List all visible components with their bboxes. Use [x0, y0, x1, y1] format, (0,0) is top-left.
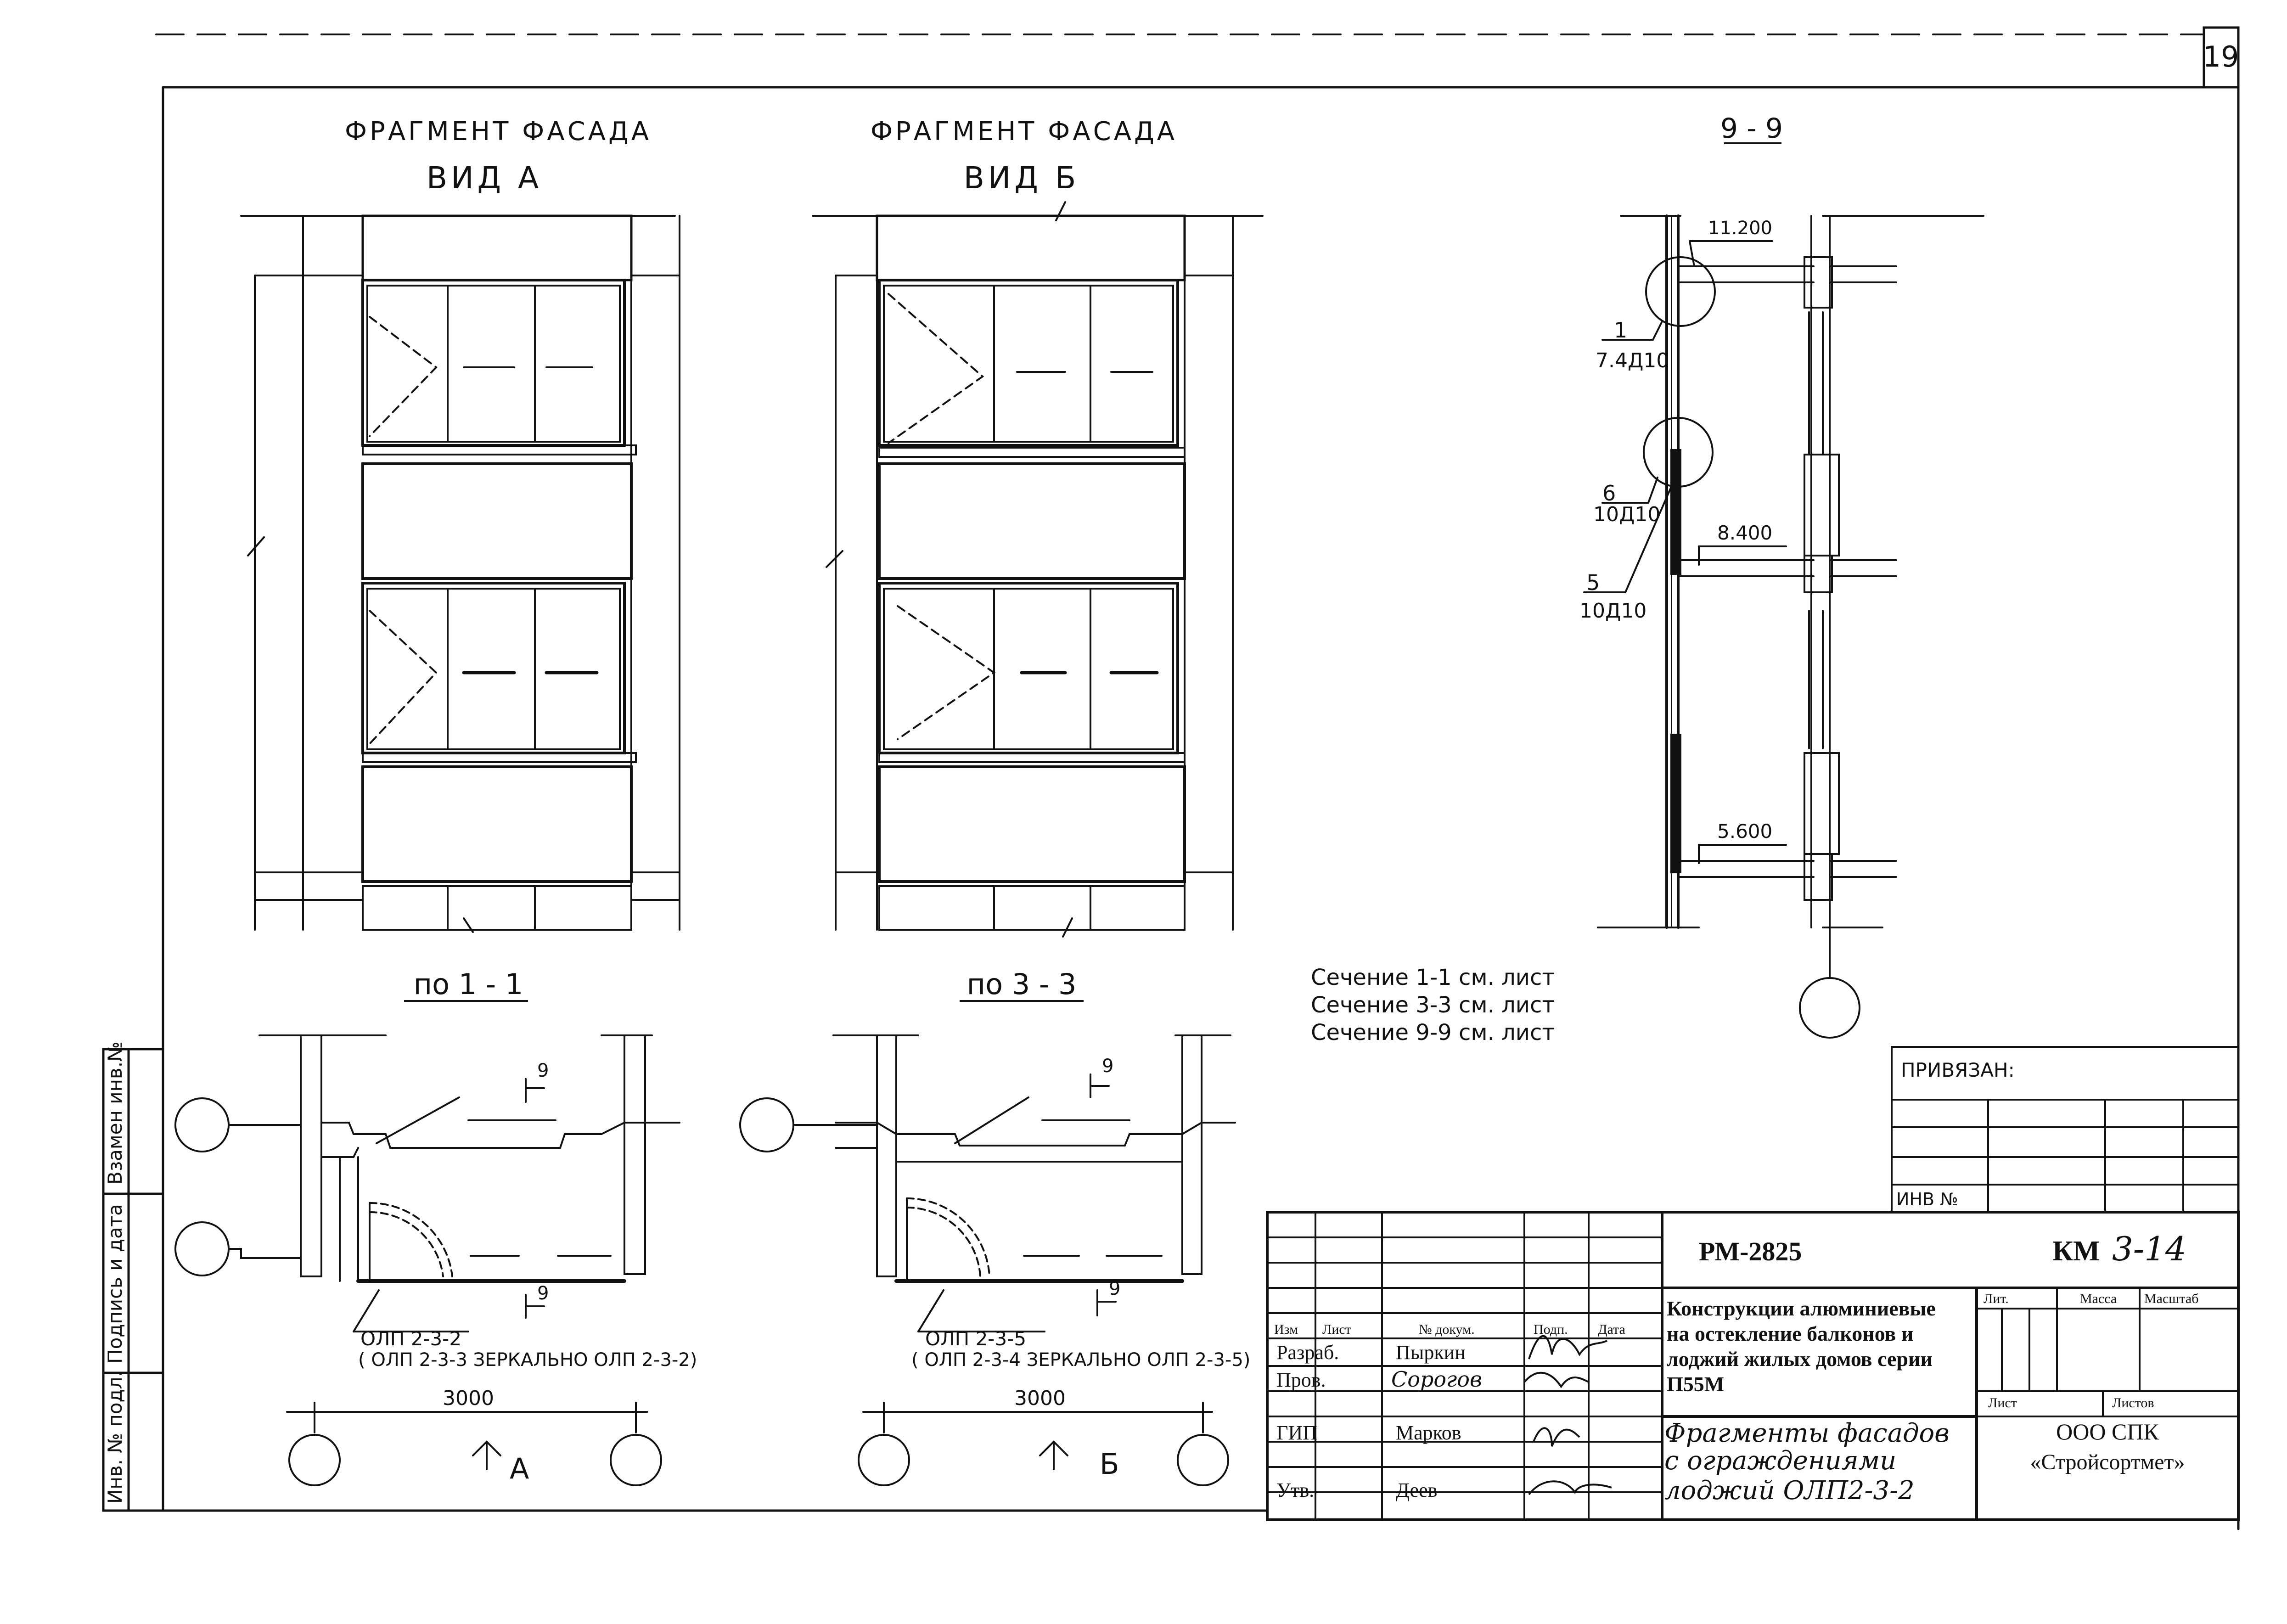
plan-a-mirror: ( ОЛП 2-3-3 ЗЕРКАЛЬНО ОЛП 2-3-2): [358, 1349, 697, 1371]
title-block: [1266, 1211, 2240, 1521]
arrow-b-label: Б: [1100, 1447, 1119, 1481]
cut-mark-a-top: 9: [537, 1060, 549, 1081]
company-line-2: «Стройсортмет»: [2030, 1450, 2185, 1474]
privyazan-inv: ИНВ №: [1896, 1189, 1958, 1209]
name-approver: Деев: [1396, 1479, 1437, 1501]
plan-b-mirror: ( ОЛП 2-3-4 ЗЕРКАЛЬНО ОЛП 2-3-5): [911, 1349, 1250, 1371]
side-field-replace: Взамен инв.№: [104, 1041, 126, 1185]
role-gip: ГИП: [1276, 1422, 1317, 1444]
cut-mark-b-bottom: 9: [1109, 1278, 1120, 1299]
role-approver: Утв.: [1276, 1479, 1314, 1501]
callout-6: 6: [1602, 481, 1616, 506]
view-b-subtitle: ВИД Б: [964, 160, 1079, 196]
dimension-b: 3000: [1014, 1387, 1066, 1410]
section-9-9: [1583, 214, 1984, 1039]
col-list: Лист: [1322, 1322, 1351, 1337]
plan-a-mark: ОЛП 2-3-2: [360, 1327, 461, 1350]
sheet-label: Лист: [1988, 1395, 2017, 1410]
drawing-title-1: Фрагменты фасадов: [1664, 1418, 1950, 1448]
callout-1-ref: 7.4Д10: [1596, 349, 1669, 372]
elevation-8400: 8.400: [1717, 522, 1772, 544]
facade-view-a: [240, 214, 680, 933]
role-developer: Разраб.: [1276, 1341, 1339, 1364]
name-developer: Пыркин: [1396, 1341, 1466, 1364]
doc-code: РМ-2825: [1699, 1236, 1802, 1266]
plan-3-3-title: по 3 - 3: [967, 967, 1077, 1001]
privyazan-title: ПРИВЯЗАН:: [1901, 1059, 2015, 1081]
side-field-sign: Подпись и дата: [104, 1204, 126, 1364]
name-gip: Марков: [1396, 1422, 1461, 1444]
col-izm: Изм: [1274, 1322, 1298, 1337]
title-line-4: П55М: [1667, 1372, 1724, 1396]
plan-b-mark: ОЛП 2-3-5: [925, 1327, 1026, 1350]
name-checker: Сорогов: [1391, 1367, 1482, 1392]
callout-5: 5: [1586, 570, 1600, 595]
col-sign: Подп.: [1534, 1322, 1568, 1337]
section-9-9-title: 9 - 9: [1720, 112, 1783, 145]
side-field-inv: Инв. № подл.: [104, 1371, 126, 1504]
callout-6-ref: 10Д10: [1593, 503, 1660, 526]
cut-mark-a-bottom: 9: [537, 1283, 549, 1304]
mark-number: 3-14: [2112, 1230, 2186, 1268]
plan-1-1-title: по 1 - 1: [414, 967, 523, 1001]
view-b-title: ФРАГМЕНТ ФАСАДА: [871, 117, 1177, 146]
note-1: Сечение 1-1 см. лист: [1311, 965, 1555, 990]
cut-mark-b-top: 9: [1102, 1056, 1113, 1077]
drawing-title-3: лоджий ОЛП2-3-2: [1664, 1476, 1915, 1506]
elevation-5600: 5.600: [1717, 820, 1772, 843]
mass-label: Масса: [2080, 1291, 2117, 1306]
scale-label: Масштаб: [2144, 1291, 2198, 1306]
title-line-1: Конструкции алюминиевые: [1667, 1297, 1936, 1320]
arrow-a-label: А: [510, 1452, 529, 1485]
sheets-label: Листов: [2112, 1395, 2154, 1410]
view-a-subtitle: ВИД А: [427, 160, 542, 196]
facade-view-b: [812, 201, 1264, 938]
side-stamp: [102, 1048, 164, 1512]
view-a-title: ФРАГМЕНТ ФАСАДА: [345, 117, 652, 146]
company-line-1: ООО СПК: [2056, 1419, 2159, 1444]
col-date: Дата: [1598, 1322, 1625, 1337]
callout-1: 1: [1614, 318, 1627, 343]
col-doc: № докум.: [1419, 1322, 1475, 1337]
title-line-3: лоджий жилых домов серии: [1667, 1347, 1933, 1371]
note-3: Сечение 9-9 см. лист: [1311, 1020, 1555, 1045]
callout-5-ref: 10Д10: [1579, 599, 1646, 623]
signatures: [1523, 1335, 1612, 1495]
dimension-a: 3000: [443, 1387, 494, 1410]
role-checker: Пров.: [1276, 1369, 1326, 1391]
page-number: 19: [2203, 40, 2239, 73]
mark-label: КМ: [2052, 1236, 2100, 1267]
plan-3-3: [739, 1034, 1236, 1486]
drawing-title-2: с ограждениями: [1664, 1446, 1896, 1476]
title-line-2: на остекление балконов и: [1667, 1322, 1913, 1345]
plan-1-1: [174, 1034, 680, 1486]
note-2: Сечение 3-3 см. лист: [1311, 992, 1555, 1018]
elevation-11200: 11.200: [1708, 218, 1772, 239]
lit-label: Лит.: [1984, 1291, 2009, 1306]
